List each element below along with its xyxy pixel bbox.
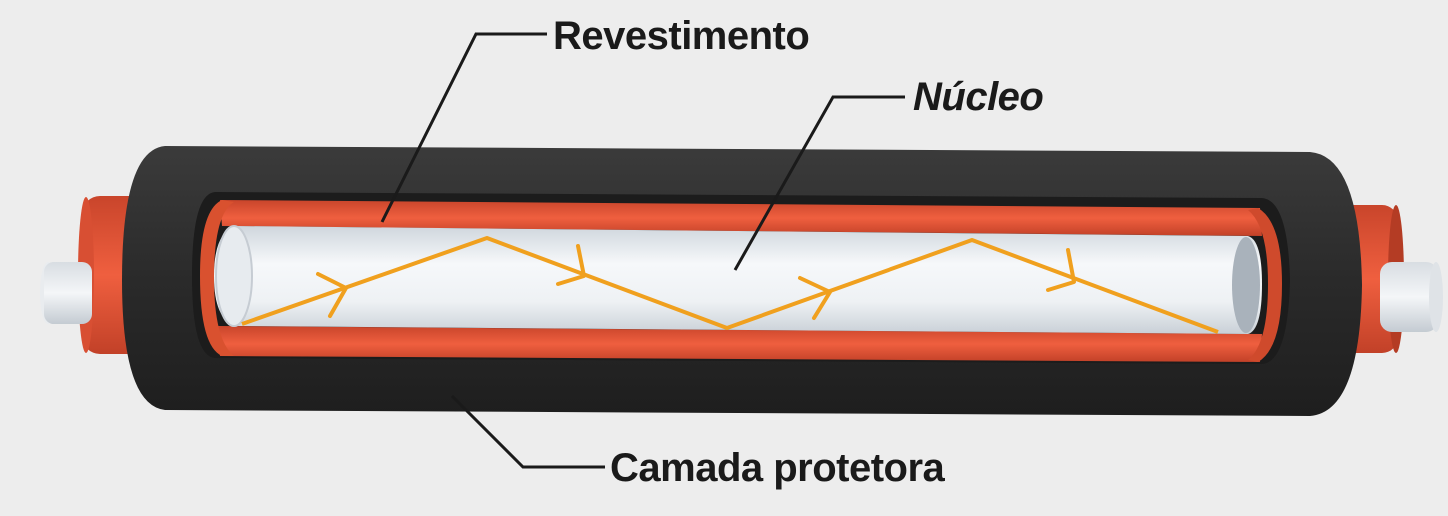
- light-ray-arrow-3: [798, 276, 832, 320]
- nucleo-label: Núcleo: [913, 75, 1044, 119]
- nucleo-leader-line: [733, 95, 905, 271]
- light-ray-path: [241, 236, 1219, 334]
- core: [214, 226, 1262, 334]
- light-ray-arrow-4: [1046, 248, 1076, 292]
- revestimento-leader-line: [380, 32, 547, 223]
- cladding-bottom: [218, 326, 1262, 362]
- right-core-stub: [1380, 262, 1443, 332]
- camada-protetora-label: Camada protetora: [610, 446, 945, 490]
- light-ray-arrow-2: [556, 244, 586, 286]
- light-ray-arrow-1: [316, 272, 348, 318]
- revestimento-label: Revestimento: [553, 14, 810, 58]
- cladding-right-edge: [1248, 208, 1282, 362]
- camada-protetora-leader-line: [450, 394, 605, 469]
- cladding-top: [220, 200, 1262, 236]
- core-left-face: [215, 225, 253, 327]
- cladding-left-edge: [200, 200, 234, 356]
- core-right-face: [1232, 237, 1260, 333]
